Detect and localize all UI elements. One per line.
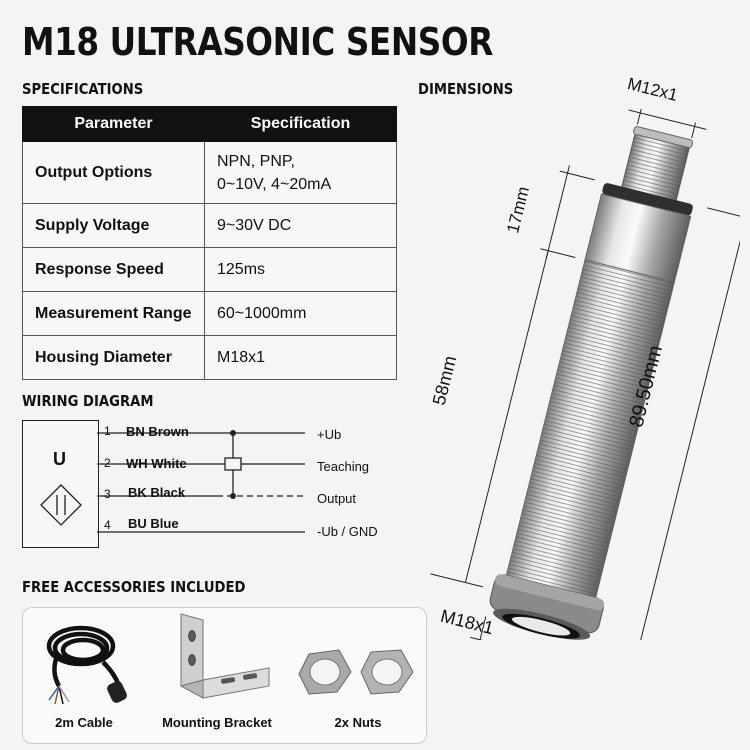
signal-ub: +Ub — [317, 427, 342, 442]
accessories-panel: 2m Cable Mounting Bracket 2x Nuts — [22, 607, 427, 744]
nut-icon — [298, 649, 414, 695]
wire-white-label: WH White — [126, 456, 187, 471]
param-response-speed: Response Speed — [22, 247, 205, 292]
sensor-symbol-box: U — [22, 420, 99, 548]
parameter-header: Parameter — [22, 106, 205, 142]
value-response-speed: 125ms — [204, 247, 397, 292]
value-supply-voltage: 9~30V DC — [204, 203, 397, 248]
param-housing-diameter: Housing Diameter — [22, 335, 205, 380]
table-row: Housing Diameter M18x1 — [22, 335, 397, 380]
table-row: Supply Voltage 9~30V DC — [22, 203, 397, 248]
specifications-heading: SPECIFICATIONS — [22, 80, 144, 98]
wire-number: 4 — [104, 518, 111, 532]
wiring-lines — [97, 430, 305, 533]
bracket-label: Mounting Bracket — [162, 715, 272, 730]
wire-brown-label: BN Brown — [126, 424, 189, 439]
wiring-heading: WIRING DIAGRAM — [22, 392, 154, 410]
spec-table: Parameter Specification Output Options N… — [22, 106, 397, 380]
value-measurement-range: 60~1000mm — [204, 291, 397, 336]
wire-number: 1 — [104, 424, 111, 438]
table-row: Output Options NPN, PNP, 0~10V, 4~20mA — [22, 141, 397, 204]
value-output-options: NPN, PNP, 0~10V, 4~20mA — [204, 141, 397, 204]
wire-number: 2 — [104, 456, 111, 470]
spec-header-row: Parameter Specification — [22, 106, 397, 142]
collar-ring — [602, 183, 693, 216]
dimensions-heading: DIMENSIONS — [418, 80, 514, 98]
cable-icon — [46, 625, 127, 705]
value-housing-diameter: M18x1 — [204, 335, 397, 380]
param-measurement-range: Measurement Range — [22, 291, 205, 336]
value-line: NPN, PNP, — [217, 152, 295, 170]
page-title: M18 ULTRASONIC SENSOR — [22, 20, 493, 64]
sensor-drawing — [430, 108, 740, 640]
nuts-label: 2x Nuts — [334, 715, 382, 730]
wire-blue-label: BU Blue — [128, 516, 179, 531]
table-row: Measurement Range 60~1000mm — [22, 291, 397, 336]
accessories-heading: FREE ACCESSORIES INCLUDED — [22, 578, 246, 596]
value-line: 0~10V, 4~20mA — [217, 175, 332, 193]
table-row: Response Speed 125ms — [22, 247, 397, 292]
signal-gnd: -Ub / GND — [317, 524, 378, 539]
proximity-diamond-icon — [40, 484, 82, 526]
wire-number: 3 — [104, 487, 111, 501]
param-supply-voltage: Supply Voltage — [22, 203, 205, 248]
cable-label: 2m Cable — [55, 715, 113, 730]
param-output-options: Output Options — [22, 141, 205, 204]
signal-output: Output — [317, 491, 357, 506]
bracket-icon — [179, 613, 270, 699]
specification-header: Specification — [204, 106, 397, 142]
wire-black-label: BK Black — [128, 485, 186, 500]
signal-teaching: Teaching — [317, 459, 370, 474]
ultrasonic-symbol-label: U — [53, 449, 66, 469]
